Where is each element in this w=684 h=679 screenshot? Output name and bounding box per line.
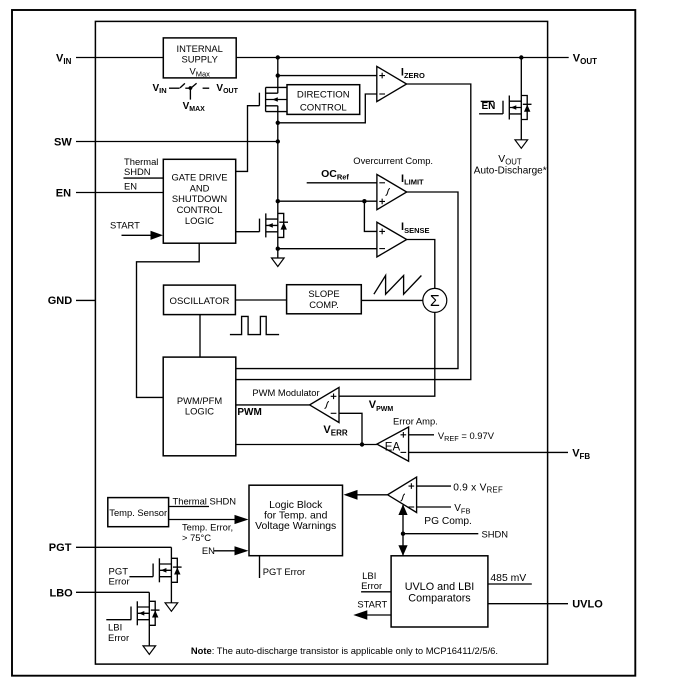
svg-text:PWM: PWM <box>237 407 261 418</box>
svg-text:AND: AND <box>190 182 210 193</box>
svg-text:Σ: Σ <box>430 293 440 310</box>
svg-text:SHDN: SHDN <box>482 529 509 540</box>
svg-text:for Temp. and: for Temp. and <box>264 511 328 522</box>
svg-text:PG Comp.: PG Comp. <box>424 516 472 527</box>
svg-text:PWM/PFM: PWM/PFM <box>177 395 222 406</box>
svg-text:Voltage Warnings: Voltage Warnings <box>255 521 336 532</box>
svg-text:PGT: PGT <box>109 567 129 578</box>
svg-text:COMP.: COMP. <box>309 299 339 310</box>
svg-text:Thermal: Thermal <box>124 156 158 167</box>
svg-text:Temp. Error,: Temp. Error, <box>182 521 233 532</box>
svg-text:CONTROL: CONTROL <box>177 204 223 215</box>
svg-text:START: START <box>110 219 140 230</box>
svg-text:VFB: VFB <box>454 503 470 515</box>
svg-text:SW: SW <box>54 136 72 148</box>
svg-text:SHDN: SHDN <box>124 166 151 177</box>
svg-text:PWM Modulator: PWM Modulator <box>252 387 319 398</box>
svg-text:485 mV: 485 mV <box>490 573 526 584</box>
svg-text:SLOPE: SLOPE <box>308 288 339 299</box>
svg-text:GND: GND <box>48 295 72 307</box>
svg-text:CONTROL: CONTROL <box>300 103 348 114</box>
svg-text:START: START <box>357 598 387 609</box>
svg-text:0.9 x VREF: 0.9 x VREF <box>453 482 503 494</box>
svg-text:Logic Block: Logic Block <box>269 500 323 511</box>
svg-text:Error: Error <box>108 633 129 644</box>
svg-text:LOGIC: LOGIC <box>185 215 214 226</box>
svg-text:UVLO: UVLO <box>572 599 603 611</box>
svg-text:VREF = 0.97V: VREF = 0.97V <box>438 430 495 443</box>
svg-text:Note: The auto-discharge trans: Note: The auto-discharge transistor is a… <box>191 645 498 656</box>
svg-text:DIRECTION: DIRECTION <box>297 90 350 101</box>
svg-text:PGT Error: PGT Error <box>263 566 306 577</box>
svg-text:Auto-Discharge*: Auto-Discharge* <box>474 166 547 177</box>
svg-text:EN: EN <box>482 101 496 112</box>
svg-text:> 75°C: > 75°C <box>182 532 211 543</box>
svg-text:EN: EN <box>56 187 71 199</box>
svg-text:VMax: VMax <box>189 66 210 79</box>
svg-text:OSCILLATOR: OSCILLATOR <box>170 296 230 307</box>
svg-text:UVLO and LBI: UVLO and LBI <box>405 581 475 593</box>
svg-text:LBO: LBO <box>50 587 74 599</box>
svg-text:SUPPLY: SUPPLY <box>182 54 219 65</box>
svg-text:Temp. Sensor: Temp. Sensor <box>109 507 167 518</box>
svg-text:PGT: PGT <box>49 542 72 554</box>
svg-text:Error: Error <box>109 577 130 588</box>
svg-text:SHUTDOWN: SHUTDOWN <box>172 193 227 204</box>
svg-text:EN: EN <box>202 545 215 556</box>
svg-text:Error: Error <box>361 581 382 592</box>
svg-text:INTERNAL: INTERNAL <box>177 43 223 54</box>
svg-text:VOUT: VOUT <box>498 154 522 166</box>
svg-text:Overcurrent Comp.: Overcurrent Comp. <box>353 155 433 166</box>
svg-text:LBI: LBI <box>108 622 122 633</box>
svg-text:VIN: VIN <box>153 83 167 95</box>
svg-text:Thermal SHDN: Thermal SHDN <box>173 495 237 506</box>
svg-text:EN: EN <box>124 180 137 191</box>
svg-text:LBI: LBI <box>362 571 376 582</box>
svg-text:GATE DRIVE: GATE DRIVE <box>171 171 227 182</box>
svg-text:LOGIC: LOGIC <box>185 406 214 417</box>
svg-text:Error Amp.: Error Amp. <box>393 416 438 427</box>
svg-text:EA: EA <box>385 441 401 453</box>
svg-text:Comparators: Comparators <box>408 593 471 605</box>
